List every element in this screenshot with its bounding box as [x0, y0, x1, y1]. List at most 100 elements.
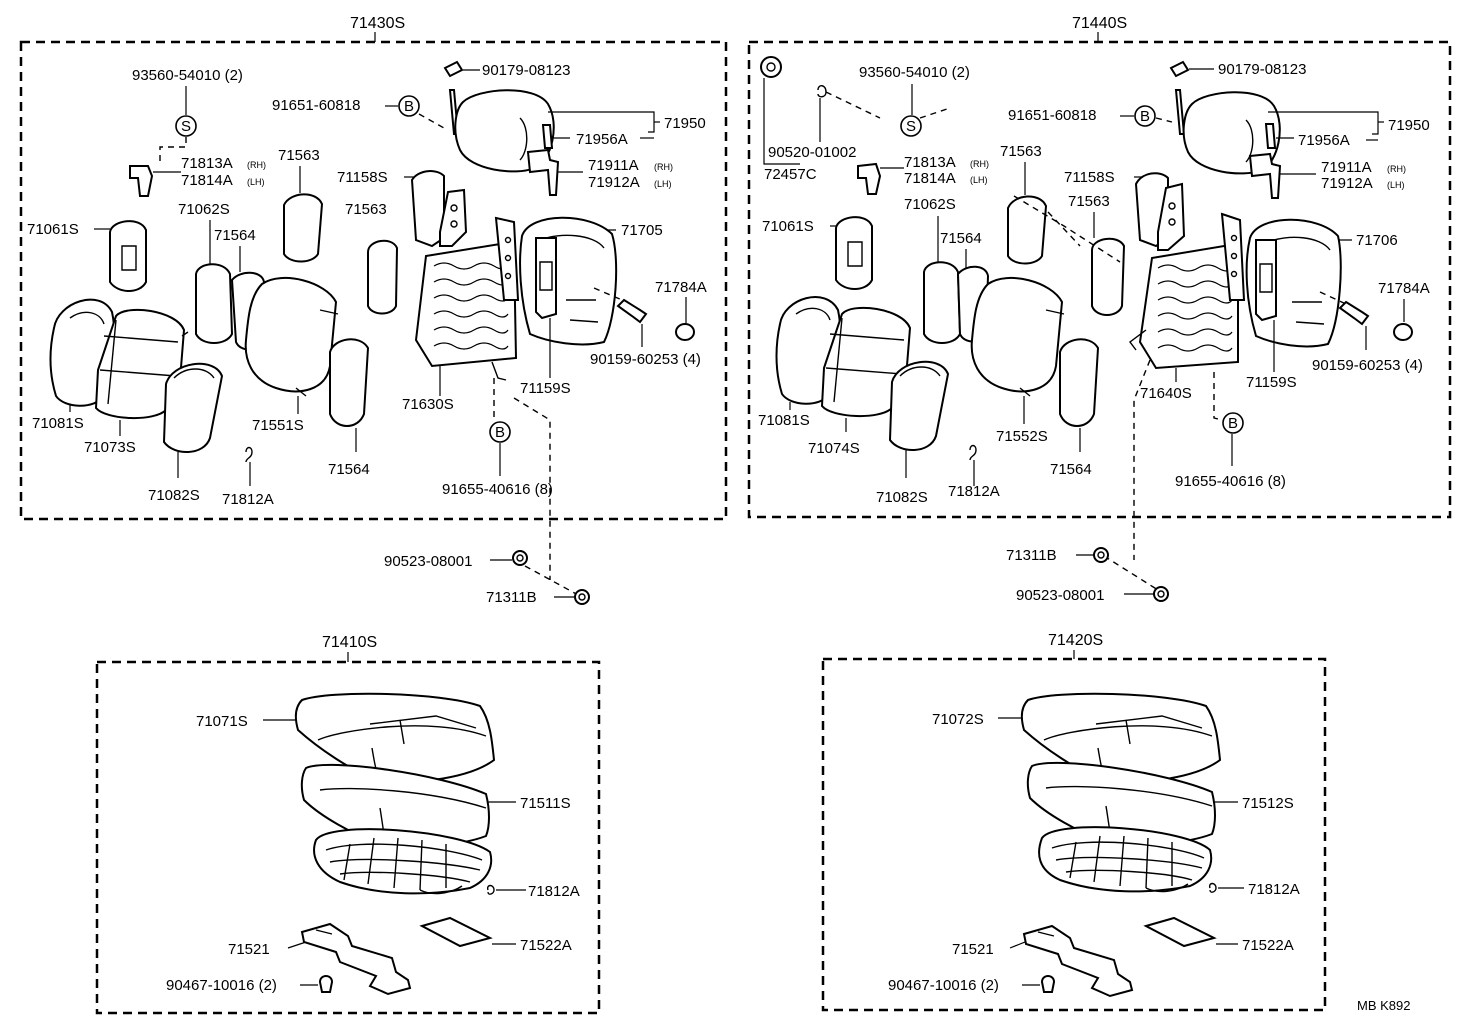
label-71563-right-b: 71563 — [1068, 193, 1110, 210]
pad-71552s-right — [970, 276, 1064, 393]
label-71563-left-b: 71563 — [345, 201, 387, 218]
diagram-code: MB K892 — [1357, 998, 1410, 1013]
label-71812a-cushion-right: 71812A — [1248, 881, 1300, 898]
frame-spring-grid-right — [1157, 264, 1233, 352]
left-lower-fasteners: 90523-08001 71311B — [384, 550, 590, 606]
right-front-seat-group: 93560-54010 (2) S 90520-01002 72457C 718… — [758, 56, 1430, 591]
cover-71061s-right — [835, 216, 873, 290]
side-pad-71082s-right — [888, 360, 950, 452]
nut-71311b-right — [1093, 547, 1109, 563]
nut-90179-right — [1169, 60, 1190, 78]
label-71814a-right: 71814A — [904, 170, 956, 187]
label-90520-right: 90520-01002 — [768, 144, 856, 161]
cover-71061s-left — [109, 220, 147, 292]
assembly-box-71410s — [95, 660, 601, 1015]
pad-71062s-left — [195, 263, 234, 344]
hinge-left-upper — [439, 188, 468, 247]
clip-90467-left — [318, 975, 334, 993]
cover-71072s — [1020, 692, 1222, 784]
symbol-b-left-bottom — [489, 421, 511, 443]
cover-71071s — [294, 692, 496, 784]
label-71512s: 71512S — [1242, 795, 1294, 812]
label-93560-right: 93560-54010 (2) — [859, 64, 970, 81]
stay-71956a-right — [1264, 123, 1277, 149]
label-71784a-left: 71784A — [655, 279, 707, 296]
label-71640s-right: 71640S — [1140, 385, 1192, 402]
label-71311b-right: 71311B — [1006, 547, 1057, 564]
label-71552s-right: 71552S — [996, 428, 1048, 445]
label-71564-right-b: 71564 — [1050, 461, 1092, 478]
pad-71563-left-b — [367, 239, 399, 315]
assembly-box-71420s — [821, 657, 1327, 1012]
side-pad-71082s-left — [162, 362, 224, 454]
pad-71522a-left — [419, 916, 493, 948]
clip-71813a-left — [129, 165, 154, 197]
nut-90523-left — [512, 550, 528, 566]
label-71950-right: 71950 — [1388, 117, 1430, 134]
label-71074s-right: 71074S — [808, 440, 860, 457]
label-71784a-right: 71784A — [1378, 280, 1430, 297]
label-71912a-left-side: (LH) — [654, 179, 672, 189]
nut-90179-left — [443, 60, 464, 78]
label-71812a-right: 71812A — [948, 483, 1000, 500]
pad-71564-left-b — [329, 338, 370, 427]
label-71062s-left: 71062S — [178, 201, 230, 218]
label-71564-left-b: 71564 — [328, 461, 370, 478]
label-71813a-right: 71813A — [904, 154, 956, 171]
label-71071s: 71071S — [196, 713, 248, 730]
pad-71551s-left — [244, 276, 338, 393]
label-71912a-left: 71912A — [588, 174, 640, 191]
label-71521-left: 71521 — [228, 941, 270, 958]
label-71062s-right: 71062S — [904, 196, 956, 213]
label-71911a-right: 71911A — [1321, 159, 1372, 176]
symbol-b-left-bottom-letter: B — [495, 424, 505, 441]
frame-side-plate-left — [494, 216, 520, 301]
label-71082s-left: 71082S — [148, 487, 200, 504]
label-71158s-left: 71158S — [337, 169, 388, 186]
assembly-label-71440s: 71440S — [1072, 15, 1127, 32]
label-91655-right: 91655-40616 (8) — [1175, 473, 1286, 490]
cap-71784a-left — [675, 323, 695, 341]
pad-71563-left-a — [283, 193, 324, 263]
label-71813a-right-side: (RH) — [970, 159, 989, 169]
label-71814a-left: 71814A — [181, 172, 233, 189]
label-71159s-right: 71159S — [1246, 374, 1297, 391]
label-71521-right: 71521 — [952, 941, 994, 958]
right-cushion-group: 71072S 71512S 71812A 71521 71522A 90467-… — [888, 692, 1300, 998]
symbol-b-right-top-letter: B — [1140, 108, 1150, 125]
left-cushion-group: 71071S 71511S 71812A 71521 71522A 9 — [166, 692, 580, 996]
label-71813a-left-side: (RH) — [247, 160, 266, 170]
label-71912a-right: 71912A — [1321, 175, 1373, 192]
label-71522a-left: 71522A — [520, 937, 572, 954]
label-90159-right: 90159-60253 (4) — [1312, 357, 1423, 374]
pad-71062s-right — [923, 261, 962, 344]
label-71812a-cushion-left: 71812A — [528, 883, 580, 900]
label-90179-right: 90179-08123 — [1218, 61, 1306, 78]
stay-71911a-right — [1248, 152, 1282, 199]
clip-71813a-right — [857, 162, 882, 195]
symbol-b-right-top — [1134, 105, 1156, 127]
label-71706-right: 71706 — [1356, 232, 1398, 249]
frame-side-plate-right — [1220, 212, 1246, 301]
label-71159s-left: 71159S — [520, 380, 571, 397]
symbol-b-left-top-letter: B — [404, 98, 414, 115]
label-71911a-right-side: (RH) — [1387, 164, 1406, 174]
frame-spring-grid-left — [433, 262, 509, 350]
stay-71911a-left — [526, 148, 560, 196]
label-71956a-left: 71956A — [576, 131, 628, 148]
symbol-s-left — [175, 115, 197, 137]
label-71956a-right: 71956A — [1298, 132, 1350, 149]
label-71081s-left: 71081S — [32, 415, 84, 432]
frame-71640s-right — [1138, 244, 1239, 370]
back-cover-71705-left — [519, 216, 618, 346]
label-71814a-right-side: (LH) — [970, 175, 988, 185]
label-93560-left: 93560-54010 (2) — [132, 67, 243, 84]
pad-71563-right-a — [1007, 195, 1048, 265]
nut-90523-right — [1153, 586, 1169, 602]
assembly-label-71420s: 71420S — [1048, 632, 1103, 649]
label-71812a-left: 71812A — [222, 491, 274, 508]
label-71564-left-a: 71564 — [214, 227, 256, 244]
bracket-71521-right — [1022, 924, 1134, 998]
label-90179-left: 90179-08123 — [482, 62, 570, 79]
